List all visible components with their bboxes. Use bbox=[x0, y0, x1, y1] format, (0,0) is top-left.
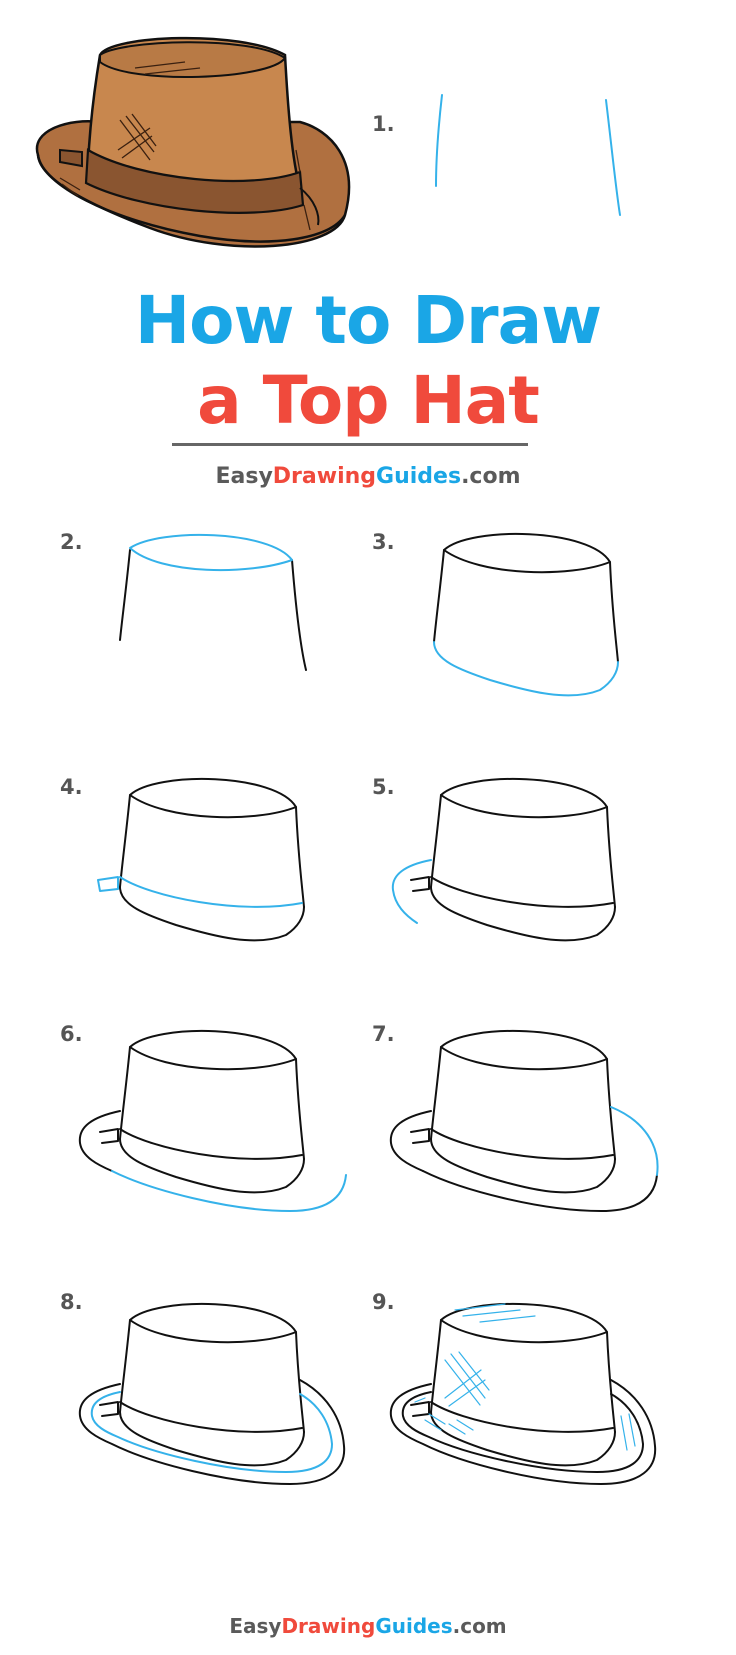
step-number-7: 7. bbox=[372, 1022, 395, 1046]
step-number-6: 6. bbox=[60, 1022, 83, 1046]
step-number-4: 4. bbox=[60, 775, 83, 799]
step-4-drawing bbox=[97, 777, 305, 942]
step-6-drawing bbox=[78, 1029, 347, 1212]
step-number-2: 2. bbox=[60, 530, 83, 554]
page-title-line-2: a Top Hat bbox=[197, 362, 540, 439]
step-number-5: 5. bbox=[372, 775, 395, 799]
brand-drawing: Drawing bbox=[272, 464, 377, 489]
title-divider bbox=[172, 443, 528, 446]
step-number-1: 1. bbox=[372, 112, 395, 136]
brand-easy-bottom: Easy bbox=[229, 1614, 282, 1638]
brand-logo-top: EasyDrawingGuides.com bbox=[0, 464, 736, 489]
step-1-drawing bbox=[435, 94, 621, 216]
brand-dotcom-bottom: .com bbox=[452, 1614, 507, 1638]
brand-logo-bottom: EasyDrawingGuides.com bbox=[0, 1614, 736, 1638]
brand-dotcom: .com bbox=[461, 464, 521, 489]
brand-drawing-bottom: Drawing bbox=[281, 1614, 376, 1638]
step-5-drawing bbox=[391, 777, 616, 942]
step-number-9: 9. bbox=[372, 1290, 395, 1314]
step-7-drawing bbox=[389, 1029, 659, 1212]
step-number-3: 3. bbox=[372, 530, 395, 554]
step-8-drawing bbox=[78, 1302, 346, 1485]
step-3-drawing bbox=[433, 532, 619, 697]
step-9-drawing bbox=[389, 1302, 657, 1485]
step-number-8: 8. bbox=[60, 1290, 83, 1314]
page-title-line-1: How to Draw bbox=[134, 282, 602, 359]
brand-guides: Guides bbox=[376, 464, 462, 489]
step-2-drawing bbox=[119, 533, 307, 671]
brand-easy: Easy bbox=[215, 464, 273, 489]
brand-guides-bottom: Guides bbox=[375, 1614, 453, 1638]
